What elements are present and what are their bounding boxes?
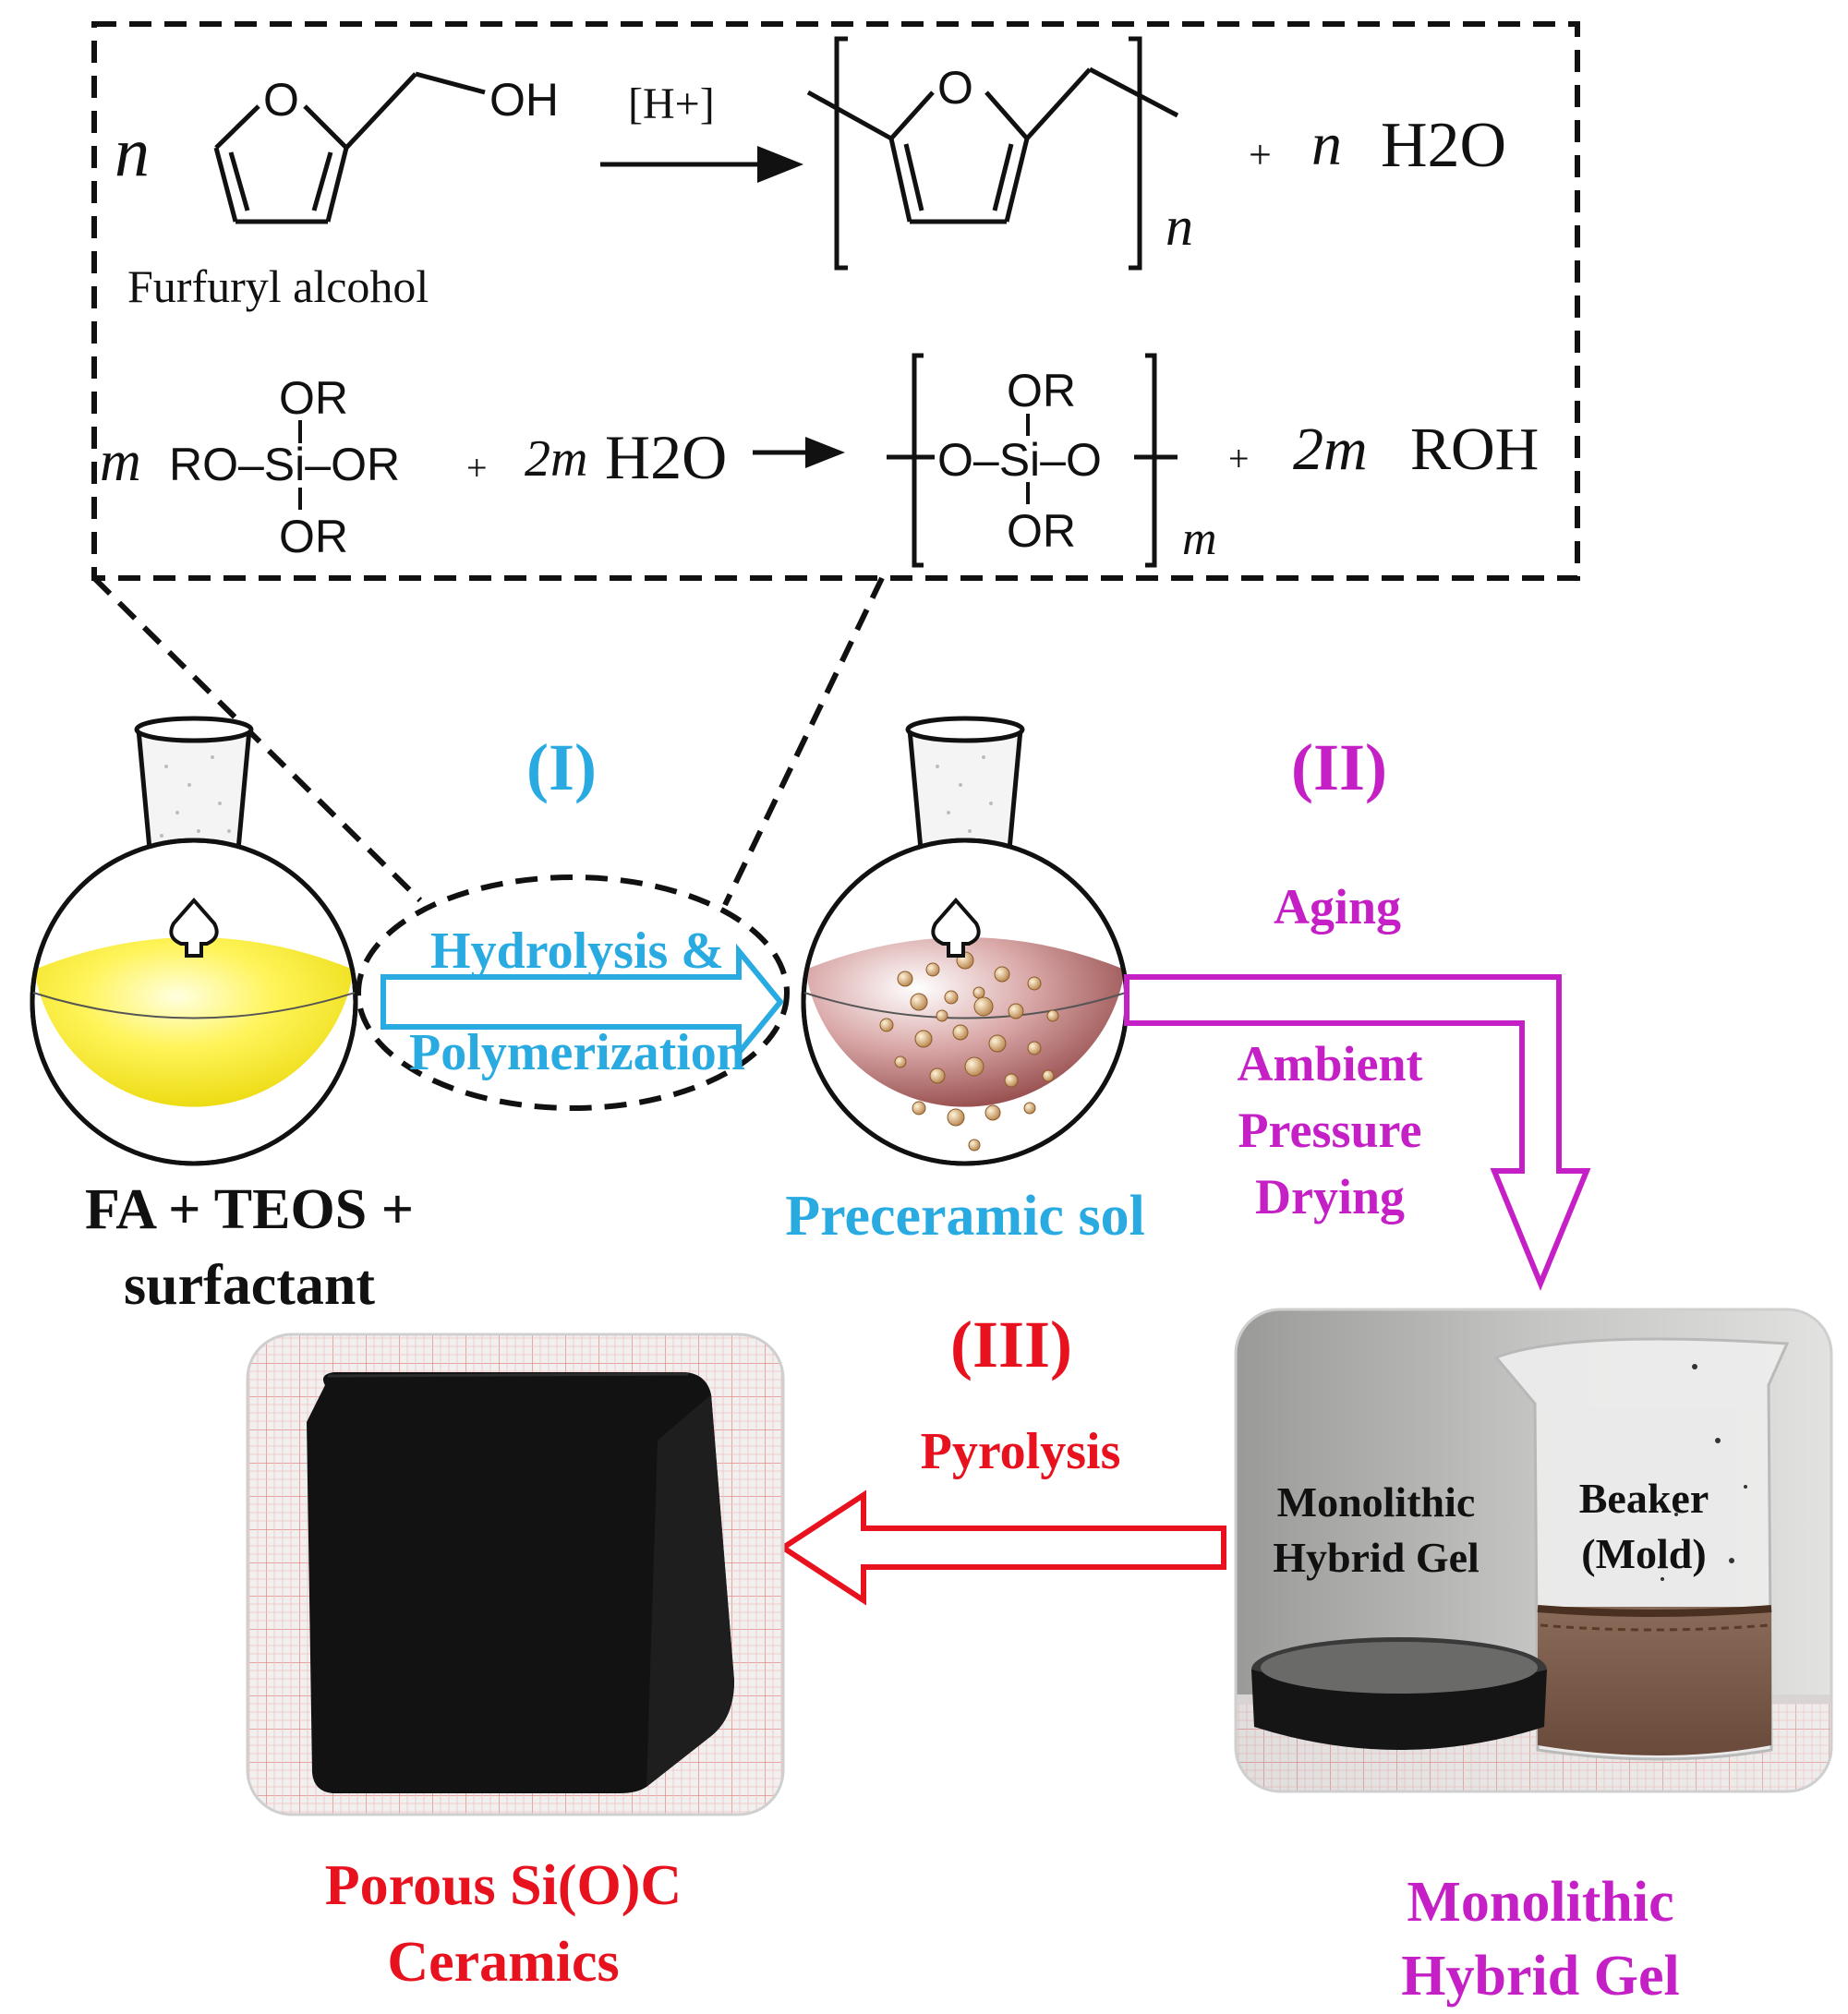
silica-subscript-m: m xyxy=(1182,513,1217,565)
polymer-oxygen: O xyxy=(937,62,973,114)
gel-disc xyxy=(1251,1670,1547,1750)
ceramic-caption-line1: Porous Si(O)C xyxy=(325,1854,682,1917)
step1-ellipse xyxy=(356,874,790,1111)
flask-preceramic-sol xyxy=(801,716,1129,1166)
plus-sign-3: + xyxy=(1228,438,1250,479)
roh-product: ROH xyxy=(1410,416,1539,483)
photo-label-beaker-line1: Beaker xyxy=(1579,1475,1709,1522)
plus-sign: + xyxy=(1249,132,1272,177)
photo-hybrid-gel xyxy=(1236,1309,1831,1791)
step1-arrow xyxy=(380,943,784,1061)
photo-label-gel-line2: Hybrid Gel xyxy=(1273,1534,1480,1581)
coef-n: n xyxy=(115,114,150,191)
polymer-subscript-n: n xyxy=(1166,196,1193,257)
step1-text-line2: Polymerization xyxy=(409,1024,745,1081)
reaction-box xyxy=(91,21,1580,581)
hydroxyl-group: OH xyxy=(489,74,559,126)
monomer-name: Furfuryl alcohol xyxy=(127,260,429,312)
step2-text-aging: Aging xyxy=(1274,879,1401,935)
silica-or-top: OR xyxy=(1007,365,1076,416)
roh-coef-2m: 2m xyxy=(1293,416,1368,483)
coef-m: m xyxy=(100,430,141,493)
gel-caption-line1: Monolithic xyxy=(1407,1871,1673,1934)
stir-bar-icon-2 xyxy=(931,897,981,958)
reaction2-arrow xyxy=(753,437,845,468)
step2-text-drying: Drying xyxy=(1255,1169,1405,1224)
teos-or-bottom: OR xyxy=(279,511,348,562)
step2-text-ambient: Ambient xyxy=(1238,1036,1423,1091)
photo-label-beaker-line2: (Mold) xyxy=(1581,1530,1706,1577)
flask1-caption-line1: FA + TEOS + xyxy=(85,1178,414,1241)
water-coef-n: n xyxy=(1311,111,1342,178)
water-product: H2O xyxy=(1381,110,1506,181)
step2-text-pressure: Pressure xyxy=(1238,1103,1422,1158)
water-coef-2m: 2m xyxy=(525,430,587,488)
teos-or-top: OR xyxy=(279,372,348,424)
catalyst-label: [H+] xyxy=(628,79,715,128)
flask2-caption: Preceramic sol xyxy=(785,1185,1145,1248)
sol-particles xyxy=(879,951,1059,1152)
plus-sign-2: + xyxy=(466,447,488,488)
water-reactant: H2O xyxy=(605,422,727,492)
step2-label: (II) xyxy=(1291,730,1387,804)
flask1-caption-line2: surfactant xyxy=(124,1254,375,1317)
furan-oxygen: O xyxy=(263,74,299,126)
silica-chain: O–Si–O xyxy=(937,434,1102,486)
silica-bracket xyxy=(887,353,1178,568)
photo-porous-ceramic xyxy=(248,1334,783,1815)
ceramic-block xyxy=(307,1372,734,1793)
ceramic-caption-line2: Ceramics xyxy=(387,1931,619,1994)
reaction1-arrow xyxy=(600,146,803,183)
silica-or-bottom: OR xyxy=(1007,505,1076,557)
gel-caption-line2: Hybrid Gel xyxy=(1401,1945,1679,2008)
furan-ring-monomer xyxy=(213,71,486,224)
furan-ring-polymer xyxy=(806,36,1179,271)
teos-core: RO–Si–OR xyxy=(169,439,400,490)
step3-arrow xyxy=(778,1489,1226,1606)
step1-label: (I) xyxy=(526,730,597,804)
step3-text-pyrolysis: Pyrolysis xyxy=(921,1423,1121,1480)
zoom-lines xyxy=(91,575,885,907)
step1-text-line1: Hydrolysis & xyxy=(430,923,724,980)
step3-label: (III) xyxy=(950,1308,1072,1381)
step2-arrow xyxy=(1124,974,1591,1291)
stir-bar-icon xyxy=(169,897,219,958)
photo-label-gel-line1: Monolithic xyxy=(1277,1478,1476,1526)
flask-reactants xyxy=(30,716,358,1166)
